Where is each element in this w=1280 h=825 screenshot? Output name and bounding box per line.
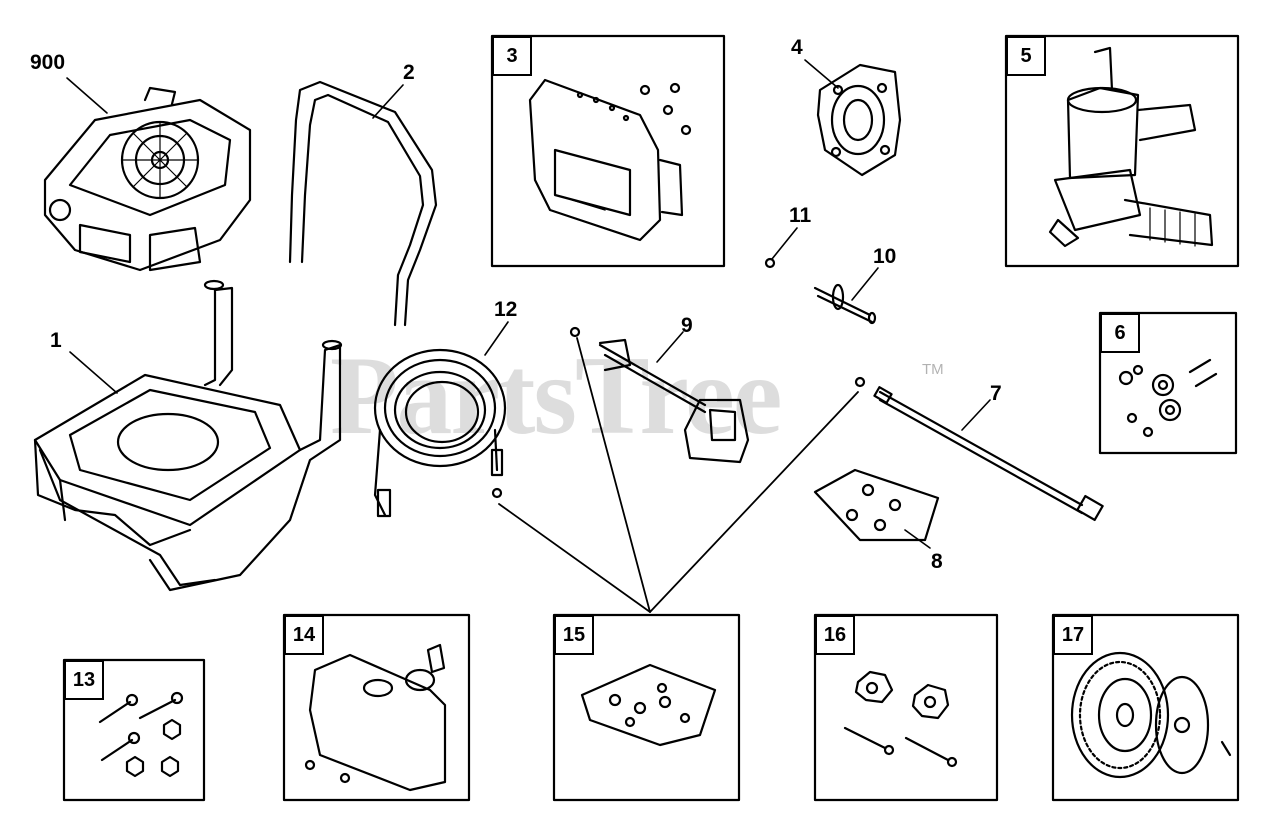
leader-11 bbox=[771, 227, 798, 260]
frame-part bbox=[33, 279, 343, 592]
small-nut-part bbox=[764, 257, 776, 269]
box-label-17: 17 bbox=[1053, 615, 1093, 655]
leader-7 bbox=[961, 399, 991, 431]
nozzle-set-part bbox=[813, 468, 940, 542]
callout-4: 4 bbox=[791, 36, 803, 59]
pump-adapter-part bbox=[816, 63, 902, 177]
bolt-kit-part bbox=[98, 691, 184, 778]
leader-10 bbox=[851, 267, 879, 301]
leader-4 bbox=[804, 59, 839, 89]
o-ring-leaders bbox=[498, 337, 859, 613]
box-5-frame bbox=[1004, 34, 1240, 268]
box-label-5: 5 bbox=[1006, 36, 1046, 76]
box-14-frame bbox=[282, 613, 471, 802]
callout-2: 2 bbox=[403, 61, 415, 84]
callout-11: 11 bbox=[789, 204, 812, 227]
box-label-13: 13 bbox=[64, 660, 104, 700]
leader-8 bbox=[904, 529, 931, 549]
box-6-frame bbox=[1098, 311, 1238, 455]
leader-900 bbox=[66, 77, 108, 114]
box-13-frame bbox=[62, 658, 206, 802]
wand-part bbox=[854, 376, 1104, 522]
leader-12 bbox=[484, 321, 509, 356]
handle-part bbox=[288, 80, 438, 327]
box-3-frame bbox=[490, 34, 726, 268]
fuel-tank-part bbox=[304, 643, 447, 792]
box-label-3: 3 bbox=[492, 36, 532, 76]
engine-part bbox=[43, 86, 252, 272]
box-15-frame bbox=[552, 613, 741, 802]
gasket-kit-part bbox=[580, 663, 717, 747]
callout-1: 1 bbox=[50, 329, 62, 352]
trademark-mark: TM bbox=[922, 361, 944, 378]
callout-10: 10 bbox=[873, 245, 897, 268]
callout-900: 900 bbox=[30, 51, 66, 74]
callout-9: 9 bbox=[681, 314, 693, 337]
leader-1 bbox=[69, 351, 118, 394]
box-17-frame bbox=[1051, 613, 1240, 802]
box-16-frame bbox=[813, 613, 999, 802]
callout-8: 8 bbox=[931, 550, 943, 573]
spray-gun-part bbox=[569, 326, 750, 464]
wheel-bearing-kit-part bbox=[1118, 358, 1218, 438]
box-label-15: 15 bbox=[554, 615, 594, 655]
knob-kit-part bbox=[843, 670, 958, 768]
control-panel-part bbox=[528, 78, 692, 242]
hose-part bbox=[373, 348, 507, 518]
wheel-part bbox=[1070, 651, 1232, 779]
shaft-part bbox=[813, 283, 877, 325]
box-label-14: 14 bbox=[284, 615, 324, 655]
leader-2 bbox=[372, 84, 404, 119]
box-label-6: 6 bbox=[1100, 313, 1140, 353]
leader-9 bbox=[656, 331, 684, 363]
watermark: PartsTree bbox=[330, 334, 783, 458]
box-label-16: 16 bbox=[815, 615, 855, 655]
callout-12: 12 bbox=[494, 298, 518, 321]
pump-part bbox=[1048, 46, 1214, 248]
callout-7: 7 bbox=[990, 382, 1002, 405]
